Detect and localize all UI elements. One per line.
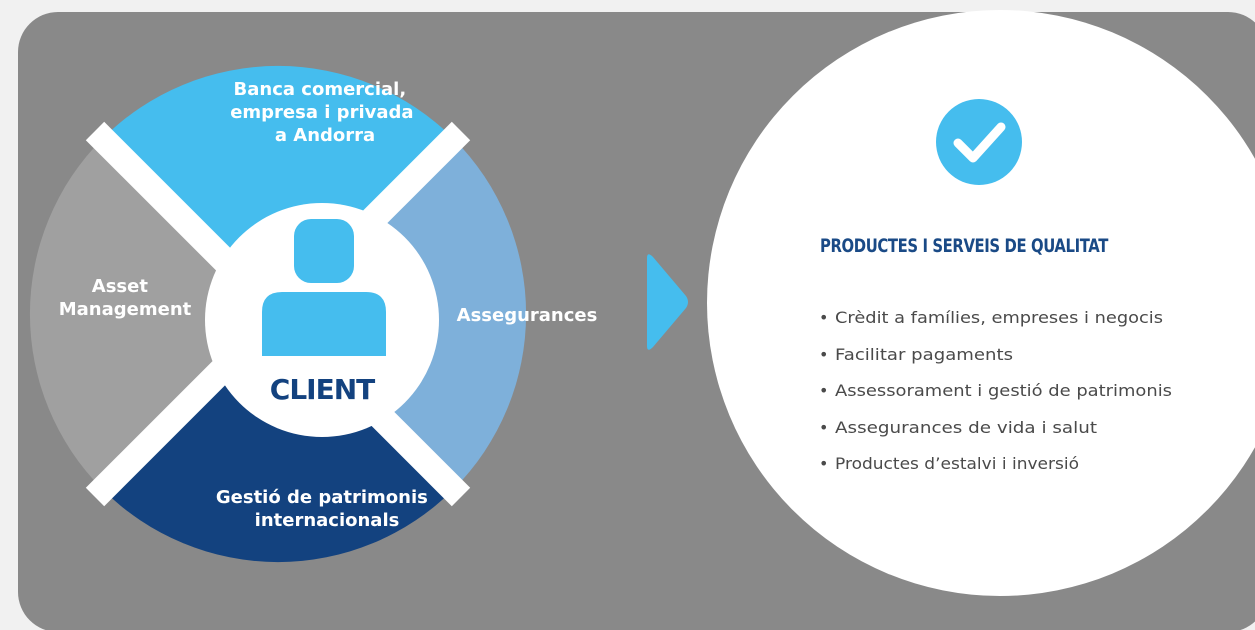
list-item: Productes d’estalvi i inversió: [835, 454, 1079, 473]
segment-left: [29, 138, 279, 490]
panel-title: PRODUCTES I SERVEIS DE QUALITAT: [820, 235, 1108, 257]
segment-top-line3: a Andorra: [275, 125, 375, 146]
bullet-list: • Crèdit a famílies, empreses i negocis …: [819, 308, 1172, 473]
list-item: Crèdit a famílies, empreses i negocis: [835, 308, 1163, 327]
segment-top-line1: Banca comercial,: [234, 79, 407, 100]
segment-bottom: [102, 314, 454, 563]
list-item: Facilitar pagaments: [835, 345, 1013, 364]
check-icon: [936, 99, 1022, 185]
arrow-right-icon: [647, 254, 688, 350]
list-item: Assessorament i gestió de patrimonis: [835, 381, 1172, 400]
bullet-dot: •: [819, 308, 828, 327]
segment-top: [102, 65, 454, 315]
segment-top-line2: empresa i privada: [230, 102, 413, 123]
svg-text:Gestió de patrimonis inter: Gestió de patrimonis internacionals: [216, 487, 434, 531]
segment-left-line2: Management: [59, 299, 192, 320]
bullet-dot: •: [819, 454, 828, 473]
svg-text:Banca comercial, empresa i: Banca comercial, empresa i privada a And…: [230, 79, 420, 146]
client-label: CLIENT: [270, 373, 375, 406]
bullet-dot: •: [819, 418, 828, 437]
person-icon: [262, 219, 386, 356]
bullet-dot: •: [819, 381, 828, 400]
segment-right-label: Assegurances: [457, 305, 598, 326]
segment-ring: [29, 65, 527, 563]
segment-bottom-line1: Gestió de patrimonis: [216, 487, 428, 508]
list-item: Assegurances de vida i salut: [835, 418, 1097, 437]
segment-left-line1: Asset: [92, 276, 149, 297]
segment-bottom-line2: internacionals: [255, 510, 400, 531]
svg-text:Asset Management: Asset Management: [59, 276, 192, 320]
panel-circle: [707, 10, 1255, 596]
bullet-dot: •: [819, 345, 828, 364]
